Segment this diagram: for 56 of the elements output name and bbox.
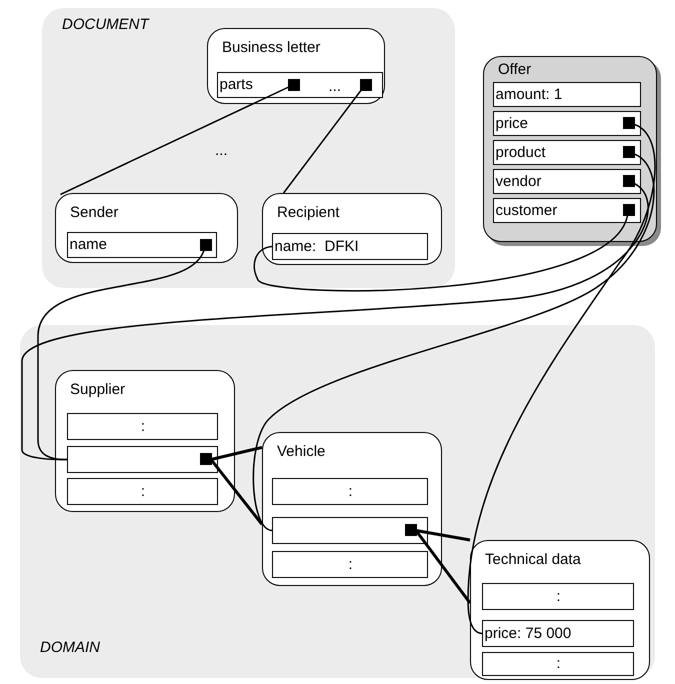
frame-title: Offer xyxy=(498,61,532,78)
slot-field xyxy=(492,198,640,222)
frame-title: Vehicle xyxy=(277,443,326,460)
slot-field xyxy=(272,232,428,260)
frame-title: Business letter xyxy=(222,39,320,56)
slot-field xyxy=(66,412,218,440)
area-title: DOMAIN xyxy=(40,639,100,656)
slot-text: : xyxy=(348,484,353,498)
frame-title: Technical data xyxy=(485,551,581,568)
slot-text: customer xyxy=(496,202,558,218)
frame-card xyxy=(207,28,385,104)
link-line xyxy=(252,152,654,532)
slot-text: product xyxy=(496,144,546,160)
slot-text: name: DFKI xyxy=(274,238,359,254)
slot-text: : xyxy=(348,556,353,572)
frame-card xyxy=(55,193,238,263)
frame-card xyxy=(262,193,442,265)
slot-text: amount: 1 xyxy=(496,86,562,102)
slot-field xyxy=(66,232,216,258)
slot-text: ... xyxy=(328,78,342,94)
slot-field xyxy=(272,550,428,578)
ellipsis-note: ... xyxy=(215,142,228,159)
link-wedge xyxy=(414,529,472,604)
area-title: DOCUMENT xyxy=(62,16,149,33)
slot-field xyxy=(482,582,634,610)
slot-text: price: 75 000 xyxy=(484,626,572,640)
frame-card xyxy=(262,432,442,586)
frame-card xyxy=(470,540,650,680)
slot-field xyxy=(66,478,218,504)
link-line xyxy=(467,122,656,634)
slot-text: parts xyxy=(220,77,253,92)
slot-field xyxy=(482,652,634,676)
link-wedge xyxy=(210,446,264,526)
slot-text: : xyxy=(556,656,561,671)
group-area xyxy=(42,8,455,288)
slot-field xyxy=(482,620,634,646)
slot-text: vendor xyxy=(496,174,542,188)
link-line xyxy=(21,180,648,460)
frame-card xyxy=(55,370,235,512)
group-area xyxy=(20,325,655,678)
slot-text: : xyxy=(556,588,561,604)
slot-field xyxy=(216,72,382,98)
slot-field xyxy=(272,478,428,504)
slot-text: price xyxy=(496,116,528,130)
slot-field xyxy=(492,110,640,136)
frame-title: Sender xyxy=(70,204,118,221)
frame-title: Supplier xyxy=(70,381,126,398)
slot-field xyxy=(66,446,218,472)
frame-title: Recipient xyxy=(277,204,340,221)
slot-field xyxy=(492,168,640,194)
slot-text: : xyxy=(140,418,146,434)
slot-field xyxy=(492,82,640,106)
slot-text: : xyxy=(140,484,146,498)
slot-field xyxy=(272,516,428,544)
slot-field xyxy=(492,140,640,164)
slot-text: name xyxy=(70,237,108,252)
